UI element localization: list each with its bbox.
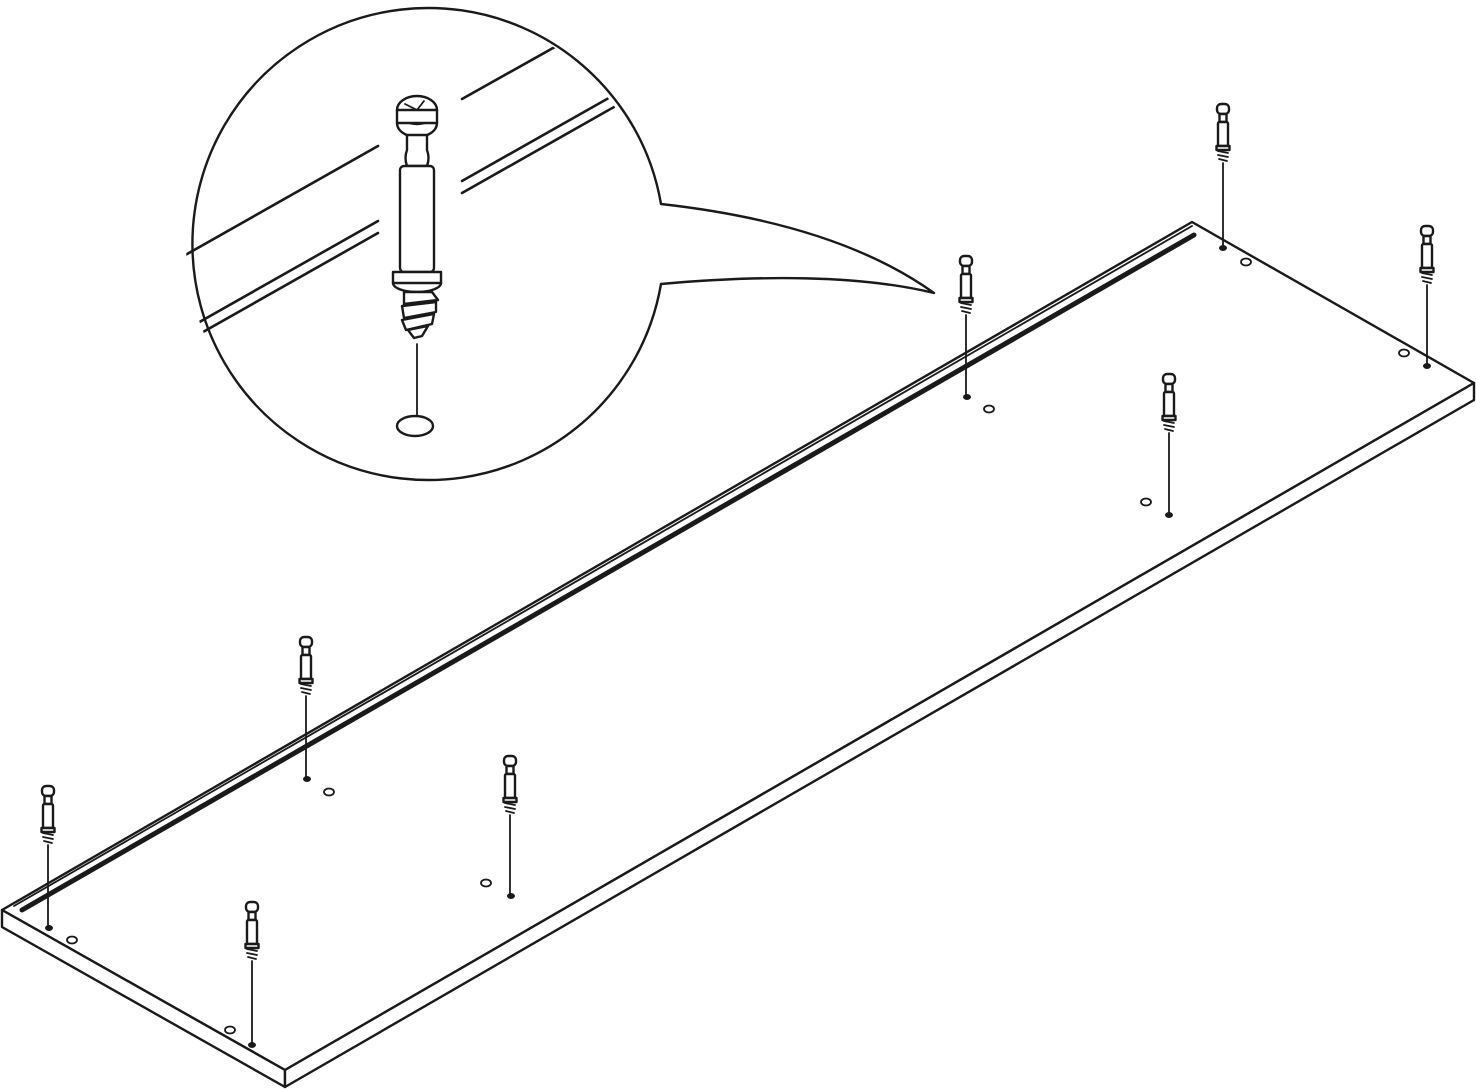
panel-board: [0, 220, 1476, 1089]
dowel-head: [1215, 102, 1231, 116]
dowel-shaft: [959, 272, 973, 300]
dowel-head: [1161, 372, 1177, 386]
hole-ring: [66, 935, 78, 945]
dowel-shaft: [1216, 120, 1230, 148]
dowel-thread: [300, 683, 312, 695]
dowel-thread: [1217, 150, 1229, 162]
hole: [303, 776, 311, 782]
cam-dowels: [40, 102, 1435, 1044]
dowel-thread: [402, 290, 440, 306]
hole-ring: [1240, 257, 1252, 267]
hole-ring: [1398, 348, 1410, 358]
dowel-thread: [1421, 272, 1433, 284]
dowel-thread: [400, 312, 436, 332]
cam-dowel: [40, 784, 56, 927]
dowel-thread: [504, 802, 516, 814]
cam-dowel: [1161, 372, 1177, 514]
cam-dowel: [1419, 224, 1435, 365]
dowel-shaft: [299, 653, 313, 681]
dowel-thread: [42, 832, 54, 844]
dowel-head: [40, 784, 56, 798]
dowel-collar: [1161, 414, 1177, 422]
dowel-head: [502, 754, 518, 768]
dowel-shaft: [503, 772, 517, 800]
dowel-collar: [1419, 266, 1435, 274]
dowel-shaft: [1420, 242, 1434, 270]
dowel-head: [958, 254, 974, 268]
dowel-collar: [958, 296, 974, 304]
hole-ring: [480, 878, 492, 888]
dowel-thread: [246, 948, 258, 960]
dowel-collar: [502, 796, 518, 804]
hole-ring: [224, 1025, 236, 1035]
magnifier-callout: [186, 6, 936, 482]
dowel-shaft: [41, 802, 55, 830]
dowel-head: [1419, 224, 1435, 238]
dowel-collar: [1215, 144, 1231, 152]
cam-dowel: [298, 635, 314, 778]
dowel-holes: [45, 245, 1431, 1048]
hole-ring: [1140, 497, 1152, 507]
hole-ring: [983, 404, 995, 414]
magnified-hole: [395, 414, 435, 438]
hole: [45, 925, 53, 931]
dowel-collar: [244, 942, 260, 950]
magnified-dowel: [391, 94, 443, 438]
cam-dowel: [244, 900, 260, 1044]
dowel-collar: [298, 677, 314, 685]
hole-ring: [323, 787, 335, 797]
dowel-neck: [404, 133, 430, 168]
dowel-head-band: [395, 108, 439, 125]
dowel-thread: [960, 302, 972, 314]
callout-bubble: [191, 6, 936, 482]
dowel-shaft: [1162, 390, 1176, 418]
dowel-thread: [400, 300, 438, 320]
cam-dowel: [502, 754, 518, 895]
panel-groove: [19, 232, 1197, 913]
dowel-head: [298, 635, 314, 649]
dowel-collar: [40, 826, 56, 834]
panel-right-edge: [283, 381, 1476, 1089]
cam-dowel: [958, 254, 974, 396]
cam-dowel: [1215, 102, 1231, 247]
hole: [963, 394, 971, 400]
dowel-thread: [1163, 420, 1175, 432]
dowel-collar-band: [391, 270, 443, 285]
panel-groove-edge: [13, 225, 1193, 907]
dowel-thread: [406, 324, 430, 340]
dowel-head: [244, 900, 260, 914]
dowel-shaft: [245, 918, 259, 946]
hole: [507, 893, 515, 899]
dowel-shaft: [398, 164, 436, 274]
